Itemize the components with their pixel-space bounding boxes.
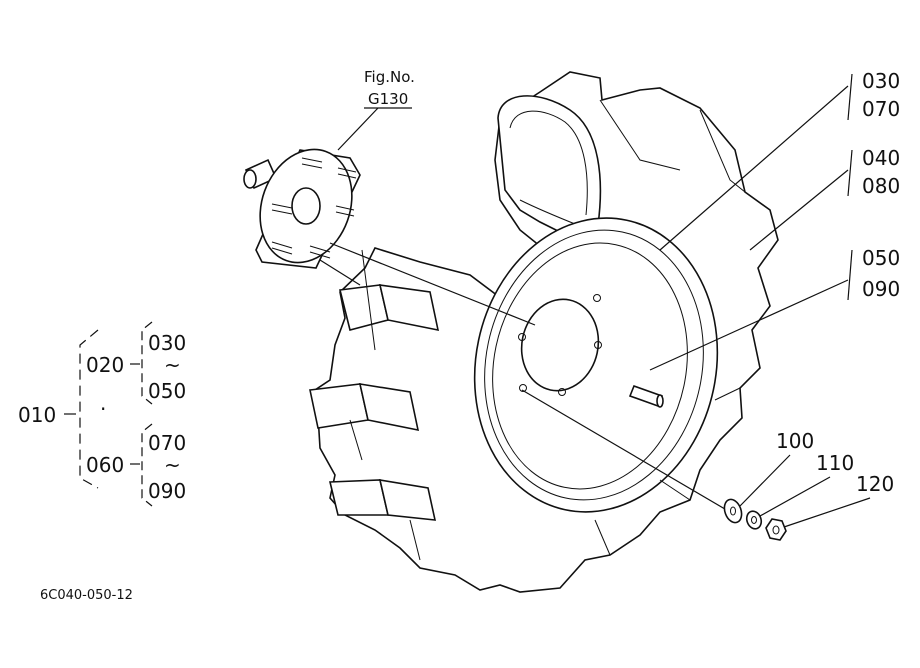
rim-outer bbox=[473, 217, 719, 513]
nut bbox=[765, 518, 787, 541]
tree-a-from: 030 bbox=[148, 331, 186, 355]
callout-050-090: 050 090 bbox=[649, 246, 900, 371]
fig-no-label: Fig.No. bbox=[364, 68, 415, 86]
wheel-assembly bbox=[309, 71, 779, 593]
callout-100: 100 bbox=[739, 429, 814, 507]
tree-branch-020: 020 bbox=[86, 353, 124, 377]
fastener-chain bbox=[521, 389, 787, 541]
fig-no-number: G130 bbox=[368, 90, 408, 108]
rim-center-hole bbox=[520, 298, 600, 392]
tree-a-tilde: ~ bbox=[164, 353, 181, 377]
callout-040: 040 bbox=[862, 146, 900, 170]
callout-090: 090 bbox=[862, 277, 900, 301]
tree-root-010: 010 bbox=[18, 403, 56, 427]
callout-050: 050 bbox=[862, 246, 900, 270]
tree-dot: · bbox=[100, 397, 106, 421]
callout-120-label: 120 bbox=[856, 472, 894, 496]
spring-washer bbox=[745, 510, 763, 530]
drawing-code: 6C040-050-12 bbox=[40, 588, 133, 603]
tree-b-to: 090 bbox=[148, 479, 186, 503]
callout-120: 120 bbox=[783, 472, 894, 528]
tire-lugs bbox=[309, 249, 440, 561]
washer bbox=[723, 498, 743, 524]
callout-040-080: 040 080 bbox=[749, 146, 900, 251]
callout-070: 070 bbox=[862, 97, 900, 121]
tree-b-from: 070 bbox=[148, 431, 186, 455]
callout-110-label: 110 bbox=[816, 451, 854, 475]
hub-flange bbox=[243, 148, 361, 269]
callout-030-070: 030 070 bbox=[659, 69, 900, 251]
callout-030: 030 bbox=[862, 69, 900, 93]
assembly-tree: 010 · 020 030 ~ 050 060 070 ~ 090 bbox=[18, 321, 186, 507]
callout-100-label: 100 bbox=[776, 429, 814, 453]
callout-110: 110 bbox=[759, 451, 854, 517]
tree-b-tilde: ~ bbox=[164, 453, 181, 477]
tree-a-to: 050 bbox=[148, 379, 186, 403]
tree-branch-060: 060 bbox=[86, 453, 124, 477]
fig-reference: Fig.No. G130 bbox=[337, 68, 415, 151]
callout-080: 080 bbox=[862, 174, 900, 198]
